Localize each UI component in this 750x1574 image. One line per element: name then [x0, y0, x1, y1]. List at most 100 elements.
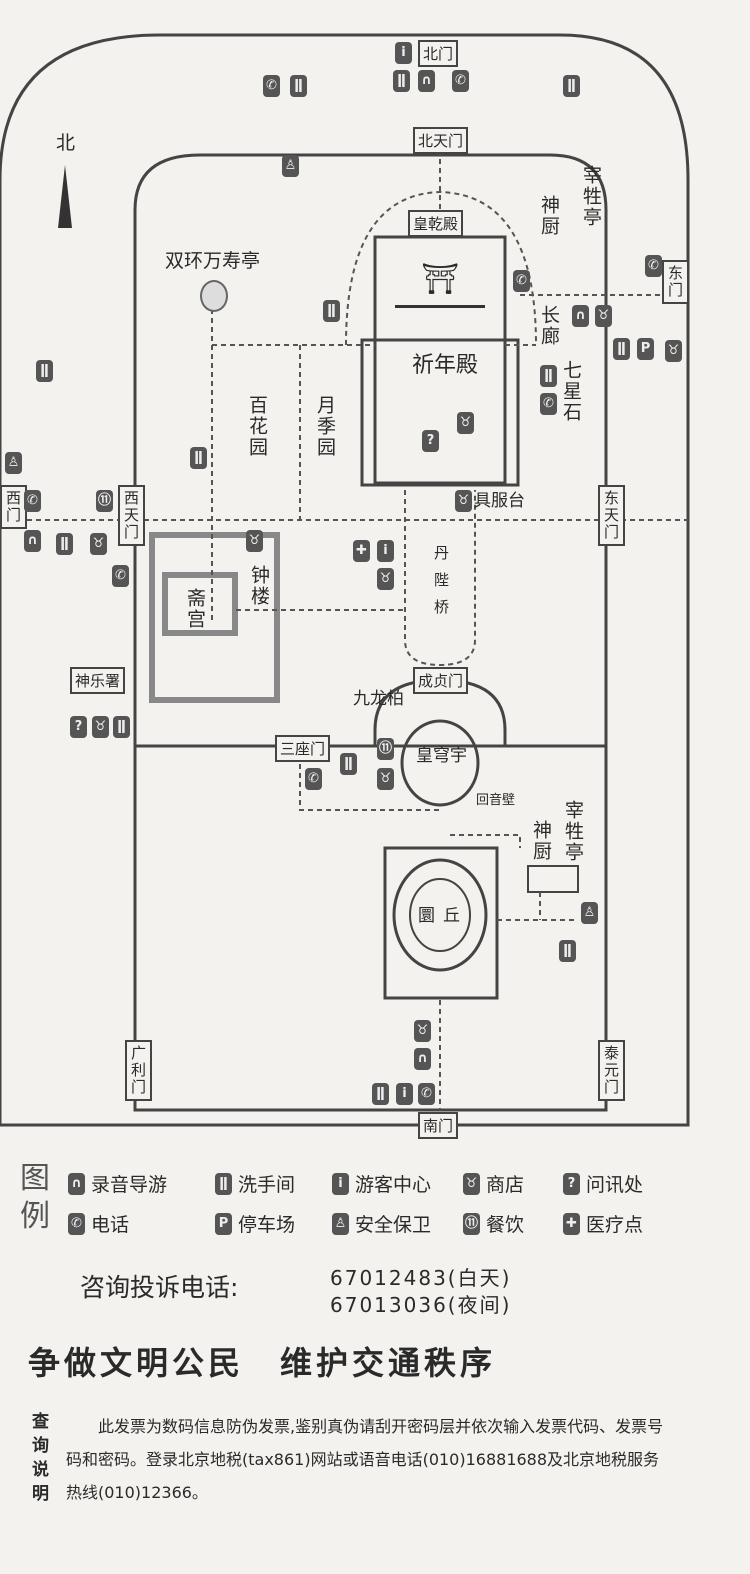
- night-phone: 67013036(夜间): [330, 1293, 512, 1317]
- legend-title: 图例: [20, 1161, 50, 1234]
- phone-icon[interactable]: ✆: [540, 393, 557, 415]
- info-desk-icon[interactable]: ?: [422, 430, 439, 452]
- bell-tower[interactable]: 钟楼: [248, 565, 270, 607]
- inner-wall: [133, 153, 608, 1112]
- divine-kitchen-south[interactable]: 神厨: [530, 820, 552, 862]
- chengzhen-gate[interactable]: 成贞门: [413, 667, 469, 694]
- restroom-icon[interactable]: ǁ: [559, 940, 576, 962]
- audio-guide-icon[interactable]: ∩: [414, 1048, 431, 1070]
- day-phone: 67012483(白天): [330, 1266, 512, 1290]
- shop-icon[interactable]: ♉: [595, 305, 612, 327]
- jufu-platform[interactable]: 具服台: [474, 491, 525, 511]
- legend-item: ♉商店: [463, 1170, 524, 1197]
- huangqian-hall[interactable]: 皇乾殿: [408, 210, 464, 237]
- dining-icon[interactable]: ⑪: [377, 738, 394, 760]
- phone-icon[interactable]: ✆: [645, 255, 662, 277]
- security-icon: ♙: [332, 1212, 349, 1235]
- info-desk-icon: ?: [563, 1172, 580, 1195]
- circular-mound[interactable]: 圜丘: [418, 906, 468, 926]
- shop-icon[interactable]: ♉: [92, 716, 109, 738]
- visitor-center-icon[interactable]: i: [396, 1083, 413, 1105]
- phone-icon[interactable]: ✆: [513, 270, 530, 292]
- restroom-icon[interactable]: ǁ: [372, 1083, 389, 1105]
- double-ring-pavilion[interactable]: 双环万寿亭: [165, 250, 261, 272]
- visitor-center-icon[interactable]: i: [377, 540, 394, 562]
- nine-dragon-cypress[interactable]: 九龙柏: [353, 689, 404, 709]
- guangli-gate[interactable]: 广利门: [125, 1040, 152, 1101]
- parking-icon: P: [215, 1212, 232, 1235]
- qinian-wall: [373, 235, 507, 485]
- restroom-icon[interactable]: ǁ: [323, 300, 340, 322]
- medical-icon[interactable]: ✚: [353, 540, 370, 562]
- phone-icon[interactable]: ✆: [263, 75, 280, 97]
- security-icon[interactable]: ♙: [581, 902, 598, 924]
- shop-icon[interactable]: ♉: [377, 768, 394, 790]
- phone-icon[interactable]: ✆: [112, 565, 129, 587]
- restroom-icon[interactable]: ǁ: [540, 365, 557, 387]
- phone-icon[interactable]: ✆: [305, 768, 322, 790]
- restroom-icon[interactable]: ǁ: [563, 75, 580, 97]
- north-heaven-gate[interactable]: 北天门: [413, 127, 469, 154]
- dining-icon[interactable]: ⑪: [96, 490, 113, 512]
- legend-label: 电话: [91, 1214, 130, 1236]
- phone-icon[interactable]: ✆: [452, 70, 469, 92]
- rose-garden[interactable]: 月季园: [314, 395, 336, 458]
- restroom-icon[interactable]: ǁ: [393, 70, 410, 92]
- restroom-icon[interactable]: ǁ: [340, 753, 357, 775]
- danbi-bridge: [404, 490, 476, 667]
- security-icon[interactable]: ♙: [282, 155, 299, 177]
- audio-guide-icon[interactable]: ∩: [572, 305, 589, 327]
- legend-item: ∩录音导游: [68, 1170, 167, 1197]
- south-gate[interactable]: 南门: [418, 1112, 459, 1139]
- restroom-icon[interactable]: ǁ: [56, 533, 73, 555]
- restroom-icon[interactable]: ǁ: [290, 75, 307, 97]
- legend-label: 商店: [486, 1174, 525, 1196]
- imperial-vault[interactable]: 皇穹宇: [416, 746, 467, 766]
- echo-wall[interactable]: 回音壁: [476, 793, 516, 808]
- taiyuan-gate[interactable]: 泰元门: [598, 1040, 625, 1101]
- fasting-palace[interactable]: 斋宫: [184, 588, 206, 630]
- audio-guide-icon[interactable]: ∩: [418, 70, 435, 92]
- sanzuo-gate[interactable]: 三座门: [275, 735, 331, 762]
- slaughter-pavilion-north[interactable]: 宰牲亭: [580, 165, 602, 228]
- west-gate[interactable]: 西门: [0, 485, 27, 529]
- north-gate[interactable]: 北门: [418, 40, 459, 67]
- west-heaven-gate[interactable]: 西天门: [118, 485, 145, 546]
- qinian-hall[interactable]: 祈年殿: [412, 353, 479, 378]
- legend-item: ✚医疗点: [563, 1210, 643, 1237]
- shop-icon[interactable]: ♉: [414, 1020, 431, 1042]
- long-corridor[interactable]: 长廊: [538, 305, 560, 347]
- legend-item: ?问讯处: [563, 1170, 643, 1197]
- danbi-bridge-label[interactable]: 丹陛桥: [432, 545, 450, 626]
- shop-icon[interactable]: ♉: [455, 490, 472, 512]
- seven-star-stones[interactable]: 七星石: [560, 360, 582, 423]
- phone-icon[interactable]: ✆: [24, 490, 41, 512]
- shenyue-office[interactable]: 神乐署: [70, 667, 126, 694]
- phone-icon[interactable]: ✆: [418, 1083, 435, 1105]
- shop-icon[interactable]: ♉: [246, 530, 263, 552]
- hundred-flower-garden[interactable]: 百花园: [246, 395, 268, 458]
- shop-icon[interactable]: ♉: [457, 412, 474, 434]
- east-gate[interactable]: 东门: [662, 260, 689, 304]
- divine-kitchen-north[interactable]: 神厨: [538, 195, 560, 237]
- east-heaven-gate[interactable]: 东天门: [598, 485, 625, 546]
- restroom-icon[interactable]: ǁ: [190, 447, 207, 469]
- parking-icon[interactable]: P: [637, 338, 654, 360]
- shop-icon[interactable]: ♉: [90, 533, 107, 555]
- slaughter-pavilion-south[interactable]: 宰牲亭: [562, 800, 584, 863]
- visitor-center-icon[interactable]: i: [395, 42, 412, 64]
- info-desk-icon[interactable]: ?: [70, 716, 87, 738]
- park-map: 北 北门 北天门 东门 西门 西天门 东天门 成贞门 三座门 广利门 泰元门 南…: [0, 33, 690, 1139]
- visitor-center-icon: i: [332, 1172, 349, 1195]
- restroom-icon[interactable]: ǁ: [613, 338, 630, 360]
- shop-icon[interactable]: ♉: [665, 340, 682, 362]
- security-icon[interactable]: ♙: [5, 452, 22, 474]
- shop-icon[interactable]: ♉: [377, 568, 394, 590]
- legend-label: 餐饮: [486, 1214, 525, 1236]
- north-label: 北: [56, 132, 76, 154]
- audio-guide-icon[interactable]: ∩: [24, 530, 41, 552]
- restroom-icon[interactable]: ǁ: [113, 716, 130, 738]
- qinian-temple-icon: ⛩: [395, 255, 485, 308]
- restroom-icon[interactable]: ǁ: [36, 360, 53, 382]
